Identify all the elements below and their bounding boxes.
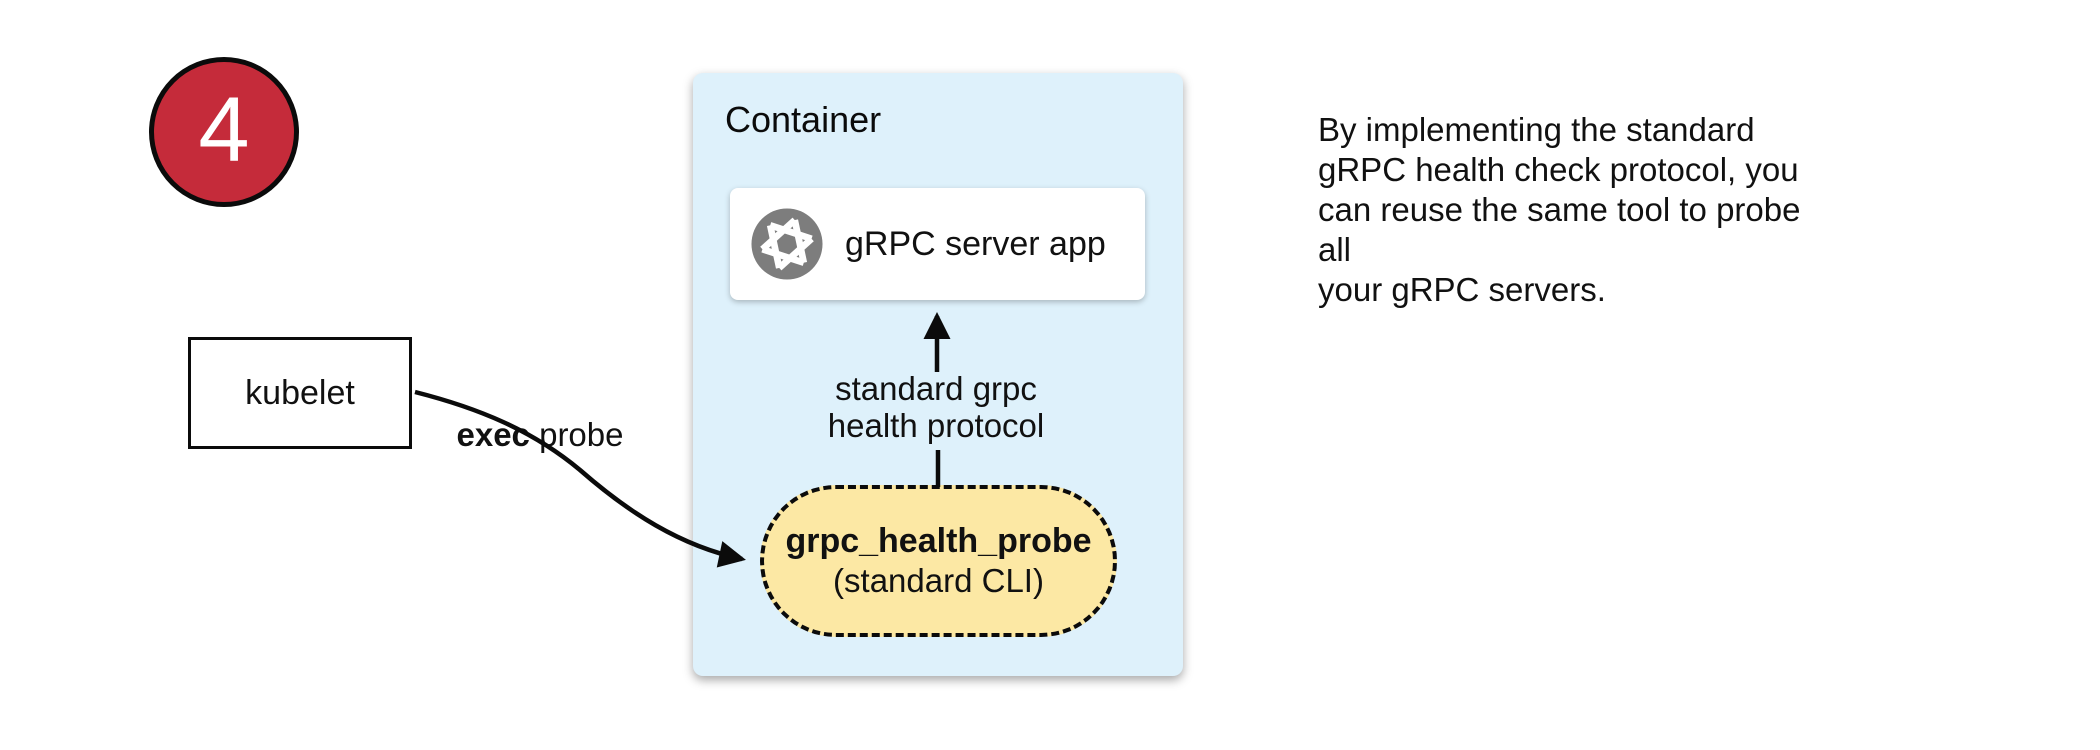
kubelet-label: kubelet	[245, 373, 355, 412]
container-box: Container gRPC server app standard grpc …	[693, 73, 1183, 676]
step-badge: 4	[149, 57, 299, 207]
grpc-health-probe-subtitle: (standard CLI)	[833, 562, 1044, 599]
container-title: Container	[725, 99, 882, 140]
exec-probe-label: exec probe	[457, 416, 624, 454]
note-text: By implementing the standard gRPC health…	[1318, 111, 1801, 308]
health-protocol-arrow-label: standard grpc health protocol	[827, 370, 1045, 444]
grpc-health-probe-pill: grpc_health_probe (standard CLI)	[760, 485, 1117, 637]
step-number: 4	[198, 79, 250, 181]
exec-probe-label-regular: probe	[529, 416, 624, 453]
aperture-icon	[751, 208, 823, 280]
exec-probe-label-bold: exec	[456, 416, 530, 453]
grpc-server-app-label: gRPC server app	[845, 224, 1106, 263]
grpc-health-probe-title: grpc_health_probe	[785, 522, 1092, 560]
grpc-server-app-box: gRPC server app	[730, 188, 1145, 300]
kubelet-box: kubelet	[188, 337, 412, 449]
